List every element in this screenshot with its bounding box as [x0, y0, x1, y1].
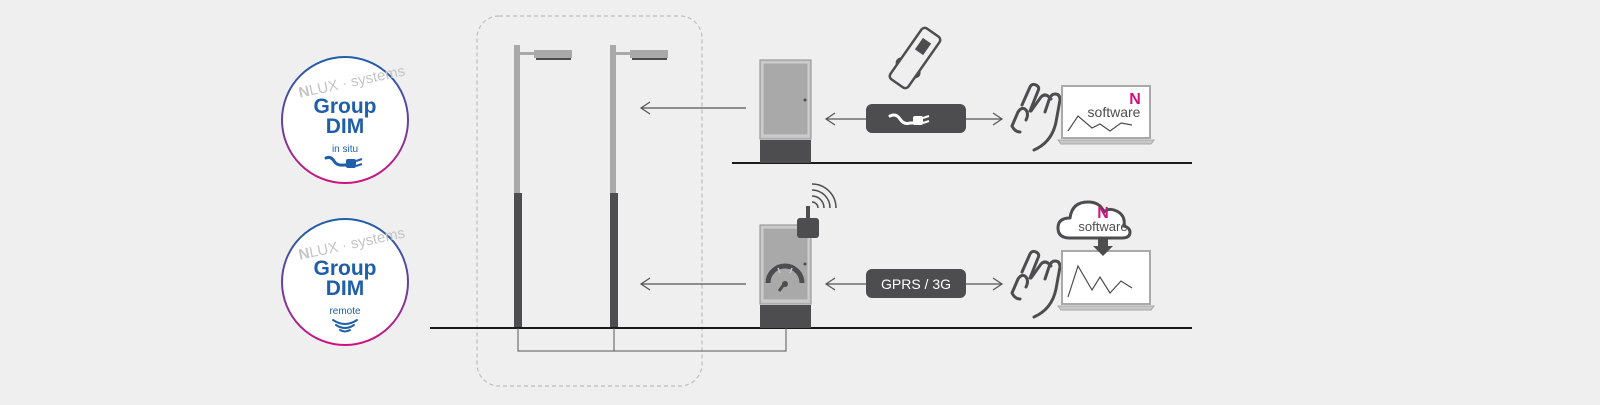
arrow-to-lights — [639, 101, 746, 115]
cloud-icon: N software — [1056, 200, 1132, 256]
badge-title-line1: Group — [314, 257, 377, 280]
connection-lower: GPRS / 3G — [824, 269, 1004, 298]
antenna-signal-icon — [797, 183, 837, 238]
badge-title-line1: Group — [314, 95, 377, 118]
arrow-to-lights — [639, 277, 746, 291]
handheld-device-icon — [888, 26, 942, 90]
laptop-icon: N software — [1057, 85, 1155, 145]
badge-title-line2: DIM — [326, 115, 365, 138]
control-cabinet-icon — [759, 59, 812, 163]
badge-title-line2: DIM — [326, 277, 365, 300]
software-logo-letter: N — [1129, 91, 1141, 108]
badge-remote: NLUX · systems Group DIM remote — [281, 218, 409, 346]
badge-in-situ: NLUX · systems Group DIM in situ — [281, 56, 409, 184]
street-light-icon — [610, 45, 668, 328]
underground-cable — [517, 328, 787, 352]
control-cabinet-icon — [759, 224, 812, 328]
gprs-label: GPRS / 3G — [881, 276, 951, 292]
laptop-icon — [1057, 250, 1155, 311]
badge-mode-label: remote — [329, 306, 361, 317]
pointing-hand-icon — [1010, 82, 1062, 152]
connection-upper — [824, 104, 1004, 133]
plug-icon — [324, 155, 363, 168]
wireless-icon — [332, 319, 358, 333]
pointing-hand-icon — [1010, 249, 1062, 319]
cable-plug-icon — [888, 113, 930, 125]
software-logo-letter: N — [1097, 205, 1109, 222]
badge-mode-label: in situ — [332, 144, 358, 155]
meter-gauge-icon — [765, 263, 805, 292]
street-light-icon — [514, 45, 572, 328]
software-label: software — [1078, 219, 1127, 234]
streetlight-group-box — [476, 15, 703, 387]
software-label: software — [1088, 104, 1141, 120]
